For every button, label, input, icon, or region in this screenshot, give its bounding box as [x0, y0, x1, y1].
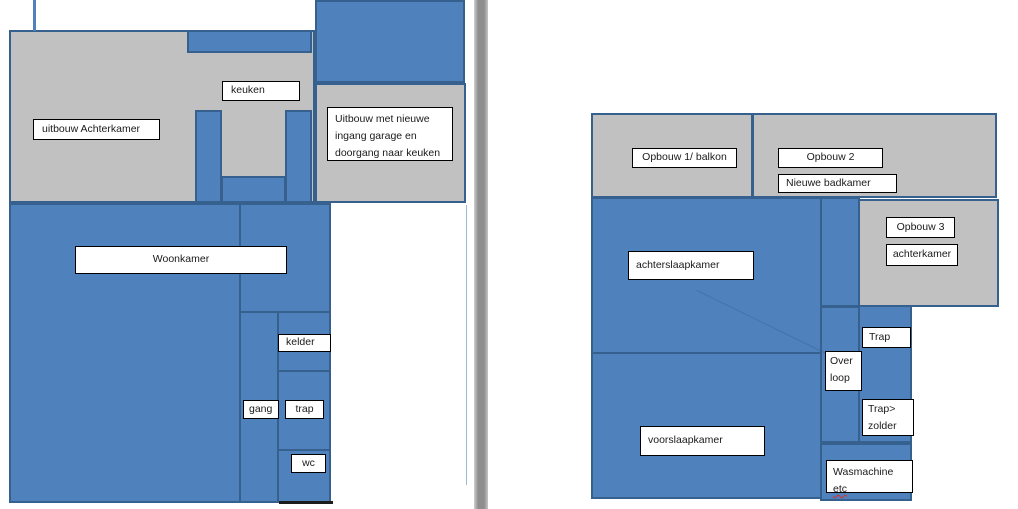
wall-gang-top — [239, 311, 331, 313]
wall-column-left[interactable] — [195, 110, 222, 203]
corridor-overloop-strip[interactable] — [820, 197, 860, 443]
label-trap-zolder[interactable]: Trap> zolder — [862, 399, 914, 436]
wasmachine-text: Wasmachine — [833, 466, 894, 478]
label-opbouw2[interactable]: Opbouw 2 — [778, 148, 883, 168]
wall-strip-divider — [820, 305, 860, 308]
label-voorslaapkamer[interactable]: voorslaapkamer — [640, 426, 765, 456]
label-achterslaapkamer[interactable]: achterslaapkamer — [628, 251, 754, 280]
wall-woonkamer-gang — [239, 203, 241, 503]
extension-achterkamer-area[interactable] — [9, 30, 315, 203]
label-opbouw1-balkon[interactable]: Opbouw 1/ balkon — [632, 148, 737, 168]
label-opbouw3[interactable]: Opbouw 3 — [886, 217, 955, 238]
label-woonkamer[interactable]: Woonkamer — [75, 246, 287, 274]
wall-bar-bottom[interactable] — [221, 176, 286, 203]
wall-trap-wc — [277, 449, 331, 451]
label-gang[interactable]: gang — [243, 400, 279, 419]
label-keuken[interactable]: keuken — [222, 81, 300, 101]
wall-stub-top-left — [33, 0, 36, 31]
room-voorslaapkamer[interactable] — [591, 352, 822, 499]
label-uitbouw-garage[interactable]: Uitbouw met nieuwe ingang garage en door… — [327, 107, 453, 161]
wasmachine-etc-text: etc — [833, 483, 848, 495]
label-overloop[interactable]: Over loop — [825, 351, 862, 391]
label-kelder[interactable]: kelder — [278, 334, 331, 352]
label-uitbouw-achterkamer[interactable]: uitbouw Achterkamer — [33, 119, 160, 140]
label-wasmachine[interactable]: Wasmachine etc — [826, 460, 913, 495]
label-wc[interactable]: wc — [291, 454, 326, 473]
wall-column-right[interactable] — [285, 110, 312, 203]
wall-opbouw1-opbouw2 — [751, 113, 754, 198]
page-gutter — [474, 0, 488, 509]
wall-bar-top-keuken[interactable] — [187, 30, 312, 53]
garage-block[interactable] — [315, 0, 465, 83]
label-trap[interactable]: trap — [285, 400, 324, 419]
label-nieuwe-badkamer[interactable]: Nieuwe badkamer — [778, 174, 897, 193]
label-achterkamer[interactable]: achterkamer — [886, 244, 958, 266]
wall-wc-bottom — [279, 501, 333, 504]
wall-kelder-trap — [277, 370, 331, 372]
label-trap-boven[interactable]: Trap — [862, 327, 911, 348]
page-edge-line — [466, 205, 467, 485]
